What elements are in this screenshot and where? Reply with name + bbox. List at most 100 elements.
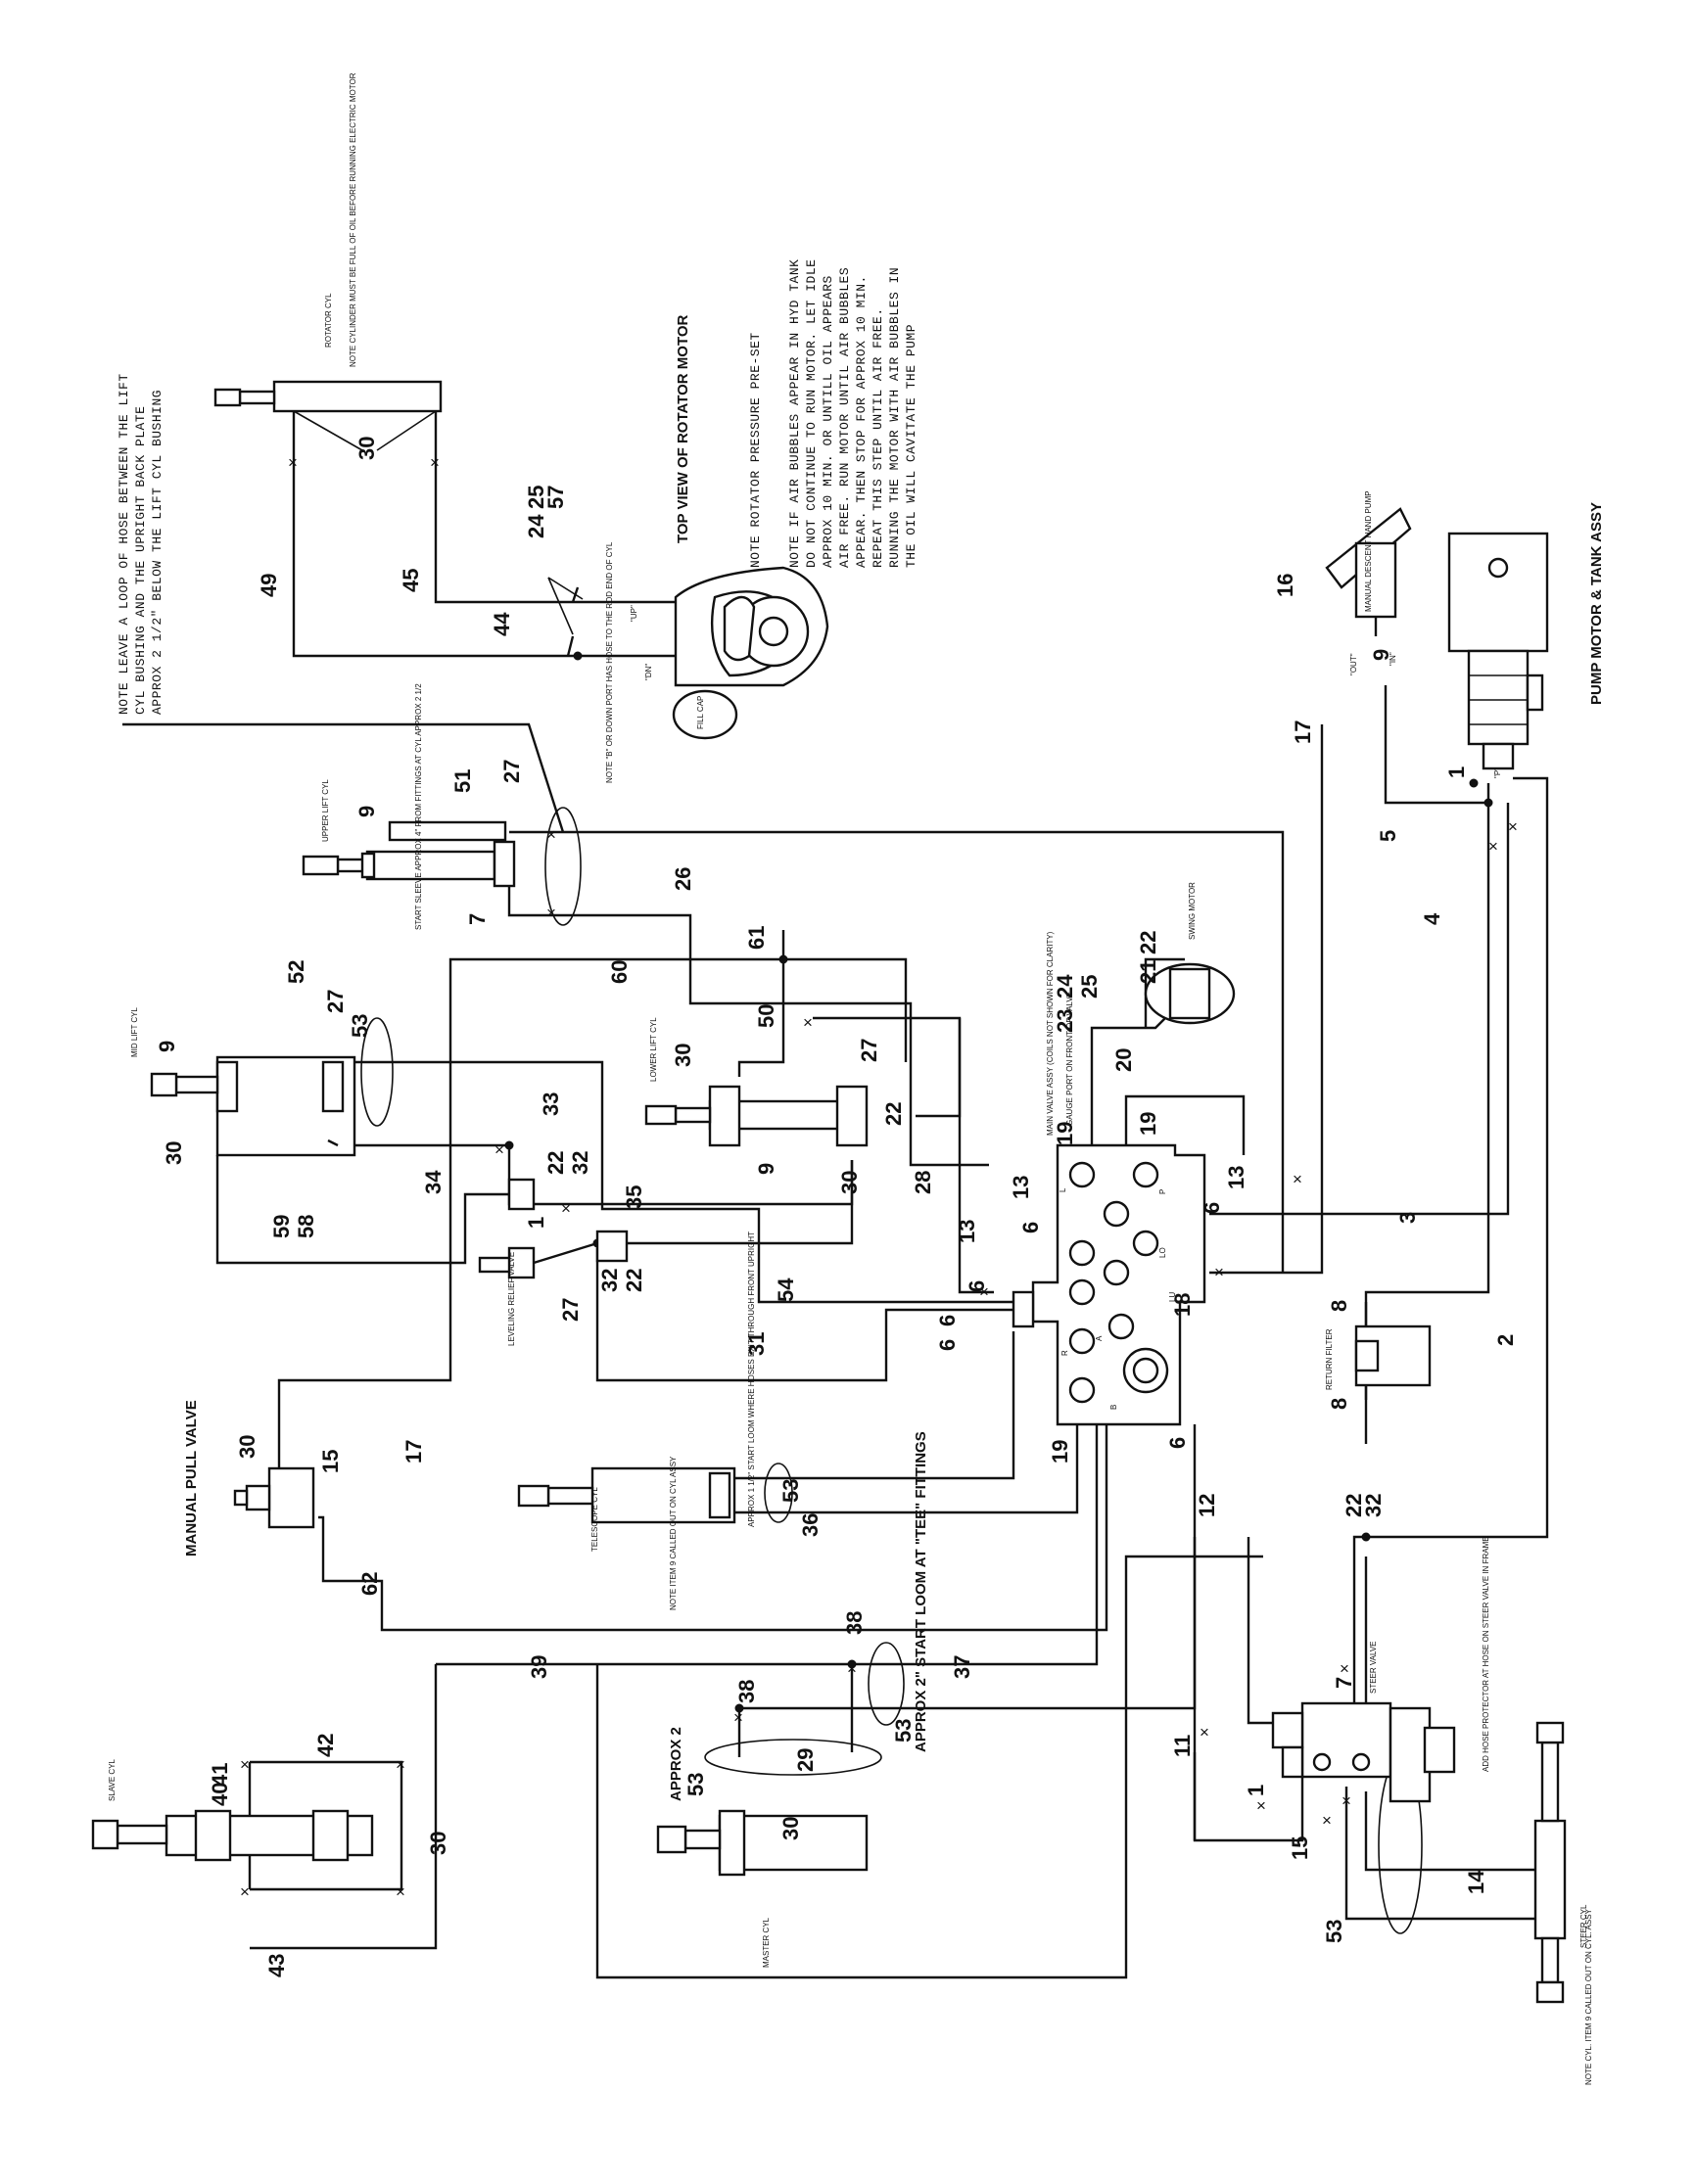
callout: 28 xyxy=(911,1171,935,1194)
callout: 22 xyxy=(622,1269,646,1292)
callout: 35 xyxy=(622,1185,646,1209)
callout: 8 xyxy=(1327,1300,1351,1312)
hose-61 xyxy=(783,957,908,1062)
hose-17-pump xyxy=(1209,724,1324,1275)
svg-text:×: × xyxy=(288,453,298,472)
pressure-note: NOTE ROTATOR PRESSURE PRE-SET xyxy=(748,332,763,568)
master-cylinder xyxy=(656,1809,869,1877)
rotator-cyl-note: NOTE CYLINDER MUST BE FULL OF OIL BEFORE… xyxy=(349,72,357,367)
callout: 24 xyxy=(1053,974,1077,999)
notes: NOTE LEAVE A LOOP OF HOSE BETWEEN THE LI… xyxy=(117,259,1593,2085)
hose-21 xyxy=(1124,1094,1246,1155)
callout: 31 xyxy=(744,1332,769,1356)
callout: 60 xyxy=(607,960,632,984)
callout: 30 xyxy=(778,1817,803,1840)
svg-text:×: × xyxy=(847,1659,857,1678)
slave-cyl-label: SLAVE CYL xyxy=(108,1758,117,1801)
callout: 45 xyxy=(399,569,423,592)
fitting-marks: ×× ×× ×× ×× ×× ×× ×× ×× ×× ×× ×× × xyxy=(240,453,1518,1901)
hose-36a xyxy=(730,1331,1015,1480)
svg-text:×: × xyxy=(979,1282,989,1301)
hose-mid-lower xyxy=(215,1155,524,1265)
hose-60 xyxy=(448,957,783,1062)
steer-valve-label: STEER VALVE xyxy=(1369,1642,1378,1695)
callout: 26 xyxy=(671,867,695,891)
callout: 29 xyxy=(793,1748,818,1772)
air-note-7: RUNNING THE MOTOR WITH AIR BUBBLES IN xyxy=(887,267,902,568)
hose-39b xyxy=(250,1664,438,1950)
tele-item-note: NOTE ITEM 9 CALLED OUT ON CYL ASSY xyxy=(669,1456,678,1610)
svg-text:A: A xyxy=(1095,1335,1104,1341)
callout: 7 xyxy=(465,913,490,925)
callout: 30 xyxy=(235,1435,259,1459)
hose-loop-note-3: APPROX 2 1/2" BELOW THE LIFT CYL BUSHING xyxy=(150,390,165,715)
callout: 15 xyxy=(1288,1836,1312,1860)
hose-14b xyxy=(1364,1791,1547,1872)
svg-text:L: L xyxy=(1059,1187,1067,1192)
callout: 1 xyxy=(1244,1785,1268,1796)
callout: 4 xyxy=(1420,912,1444,925)
hose-loop-note-2: CYL BUSHING AND THE UPRIGHT BACK PLATE xyxy=(133,406,148,715)
rotator-cylinder xyxy=(213,380,443,451)
air-note-1: NOTE IF AIR BUBBLES APPEAR IN HYD TANK xyxy=(787,259,802,568)
main-valve-block xyxy=(1012,1143,1206,1426)
callout: 32 xyxy=(568,1151,592,1175)
callout: 22 xyxy=(1342,1494,1366,1517)
callout: 15 xyxy=(318,1450,343,1473)
return-filter-label: RETURN FILTER xyxy=(1325,1328,1334,1390)
hose-14 xyxy=(1344,1787,1547,1921)
air-note-3: APPROX 10 MIN. OR UNTILL OIL APPEARS xyxy=(821,275,835,568)
upper-lift-cylinder xyxy=(302,820,516,888)
svg-text:×: × xyxy=(733,1708,743,1727)
callout: 38 xyxy=(734,1680,759,1703)
hose-49 xyxy=(292,411,578,658)
hose-2 xyxy=(1352,776,1549,1764)
callout: 8 xyxy=(1327,1398,1351,1410)
svg-text:×: × xyxy=(1214,1263,1224,1281)
svg-text:LU: LU xyxy=(1168,1292,1177,1302)
callout: 53 xyxy=(1322,1920,1346,1943)
pump-tank-label: PUMP MOTOR & TANK ASSY xyxy=(1588,502,1605,705)
svg-text:×: × xyxy=(546,904,556,922)
callout: 61 xyxy=(744,926,769,950)
svg-text:P: P xyxy=(1158,1189,1167,1194)
manual-pull-valve xyxy=(233,1466,315,1529)
leveling-relief-valve xyxy=(478,1178,629,1279)
svg-text:×: × xyxy=(494,1140,504,1159)
callout: 7 xyxy=(1332,1677,1356,1689)
svg-text:LO: LO xyxy=(1158,1247,1167,1258)
callout: 23 xyxy=(1053,1009,1077,1033)
hand-pump-label: MANUAL DESCENT HAND PUMP xyxy=(1364,490,1373,612)
gauge-port-label: GAUGE PORT ON FRONT OF VALVE xyxy=(1065,992,1074,1126)
callout: 21 xyxy=(1136,960,1160,984)
return-filter xyxy=(1354,1302,1432,1400)
callout: 30 xyxy=(426,1832,450,1855)
callout: 53 xyxy=(348,1014,372,1038)
callout: 53 xyxy=(891,1719,916,1743)
callout: 37 xyxy=(950,1655,974,1679)
svg-text:×: × xyxy=(546,825,556,844)
component-labels: ROTATOR CYL NOTE CYLINDER MUST BE FULL O… xyxy=(108,72,1605,1968)
callout: 40 xyxy=(208,1783,232,1806)
svg-text:×: × xyxy=(1200,1723,1209,1742)
svg-text:×: × xyxy=(1256,1796,1266,1815)
callout: 22 xyxy=(881,1102,906,1126)
hose-29 xyxy=(737,1708,854,1757)
callout: 6 xyxy=(1165,1437,1190,1449)
hose-42 xyxy=(250,1760,403,1835)
svg-text:×: × xyxy=(396,1755,405,1774)
callout: 32 xyxy=(1361,1494,1386,1517)
steer-valve-note: ADD HOSE PROTECTOR AT HOSE ON STEER VALV… xyxy=(1482,1536,1490,1772)
air-note-5: APPEAR. THEN STOP FOR APPROX 10 MIN. xyxy=(854,275,869,568)
hose-45 xyxy=(434,411,617,604)
callout-numbers: 49 45 44 24 25 57 30 16 9 17 1 5 4 51 27… xyxy=(155,437,1518,1977)
callout: 50 xyxy=(754,1004,778,1028)
callout: 30 xyxy=(671,1044,695,1067)
callout: 30 xyxy=(354,437,379,460)
callout: 9 xyxy=(1369,649,1393,661)
callout: 13 xyxy=(1009,1176,1033,1199)
upper-lift-label: UPPER LIFT CYL xyxy=(321,779,330,842)
callout: 27 xyxy=(558,1298,583,1322)
callout: 6 xyxy=(935,1315,960,1326)
